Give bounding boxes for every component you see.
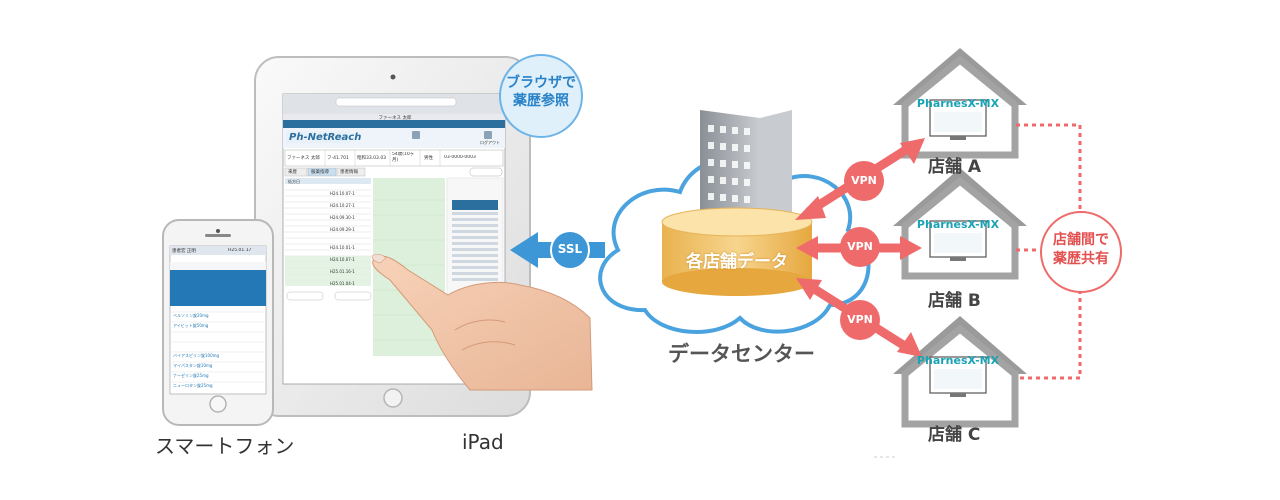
patient-phone: 03-0000-0003 — [444, 155, 476, 160]
datacenter-label: データセンター — [668, 342, 815, 366]
smartphone-label: スマートフォン — [155, 434, 295, 458]
ssl-label: SSL — [557, 242, 583, 256]
tab-guidance[interactable]: 服薬指導 — [311, 170, 329, 175]
patient-birth: 昭和33.03.03 — [357, 156, 387, 161]
browser-bubble — [499, 54, 583, 138]
patient-age: 54歳(10ヶ月) — [392, 152, 415, 163]
history-row[interactable]: H25.01.04-1 — [330, 281, 355, 286]
phone-drug-row[interactable]: バイアスピリン錠100mg — [173, 353, 220, 358]
vpn-label-c: VPN — [847, 313, 873, 326]
db-label: 各店舗データ — [686, 252, 788, 272]
patient-sex: 男性 — [424, 156, 433, 161]
tab-history[interactable]: 来歴 — [288, 170, 297, 175]
phone-drug-row[interactable]: アイビット錠50mg — [173, 323, 209, 328]
smartphone-device — [162, 219, 274, 426]
share-bubble-text: 店舗間で 薬歴共有 — [1043, 231, 1119, 269]
history-row[interactable]: H25.01.16-1 — [330, 269, 355, 274]
phone-header: 患者宏 正明 — [172, 249, 196, 254]
hand-illustration — [371, 253, 593, 391]
store-c-brand: PharnesX-MX — [916, 354, 1000, 367]
store-b-brand: PharnesX-MX — [916, 218, 1000, 231]
browser-bubble-line-1: ブラウザで — [506, 75, 576, 91]
history-row[interactable]: H24.10.27-1 — [330, 203, 355, 208]
store-a-label: 店舗 A — [928, 157, 982, 177]
history-row: 処方日 — [288, 179, 300, 184]
phone-drug-row[interactable]: ベルソミン錠20mg — [173, 313, 209, 318]
building-icon — [700, 110, 792, 222]
history-row[interactable]: H24.10.01-1 — [330, 245, 355, 250]
store-a-brand: PharnesX-MX — [916, 97, 1000, 110]
share-dotted-lines — [1016, 123, 1082, 380]
browser-bubble-line-2: 薬歴参照 — [513, 93, 569, 109]
store-c-label: 店舗 C — [928, 425, 981, 445]
ipad-label: iPad — [462, 430, 504, 454]
logout-link[interactable]: ログアウト — [480, 140, 500, 145]
vpn-badge-a — [844, 161, 884, 201]
phone-date: H25.01.17 — [228, 248, 252, 253]
app-logo: Ph-NetReach — [289, 132, 362, 143]
patient-id: フ-41.701 — [327, 156, 349, 161]
tab-patient-info[interactable]: 患者情報 — [340, 170, 358, 175]
history-row[interactable]: H24.09.30-1 — [330, 215, 355, 220]
history-row[interactable]: H24.10.07-1 — [330, 191, 355, 196]
database-cylinder — [661, 207, 813, 296]
vpn-badge-c — [840, 300, 880, 340]
store-a-house — [893, 48, 1027, 159]
share-bubble-line-1: 店舗間で — [1053, 232, 1109, 248]
phone-drug-row[interactable]: ナーゼリン錠25mg — [173, 373, 209, 378]
phone-drug-row[interactable]: マイパスタン錠10mg — [173, 363, 213, 368]
history-row[interactable]: H24.10.07-1 — [330, 257, 355, 262]
ssl-arrow — [510, 230, 605, 270]
store-c-house — [893, 316, 1027, 428]
vpn-label-a: VPN — [851, 174, 877, 187]
share-bubble-line-2: 薬歴共有 — [1053, 251, 1109, 267]
share-bubble — [1040, 211, 1122, 293]
vpn-badge-b — [840, 227, 880, 267]
browser-bubble-text: ブラウザで 薬歴参照 — [503, 74, 579, 110]
history-row[interactable]: H24.09.29-1 — [330, 227, 355, 232]
ipad-device — [254, 56, 531, 417]
store-b-house — [893, 168, 1027, 280]
patient-name: ファーネス 太郎 — [287, 156, 320, 161]
store-b-label: 店舗 B — [928, 291, 981, 311]
vpn-label-b: VPN — [847, 240, 873, 253]
ipad-screen-title: ファーネス 太郎 — [378, 116, 412, 121]
phone-drug-row[interactable]: ニューロタン錠25mg — [173, 383, 213, 388]
